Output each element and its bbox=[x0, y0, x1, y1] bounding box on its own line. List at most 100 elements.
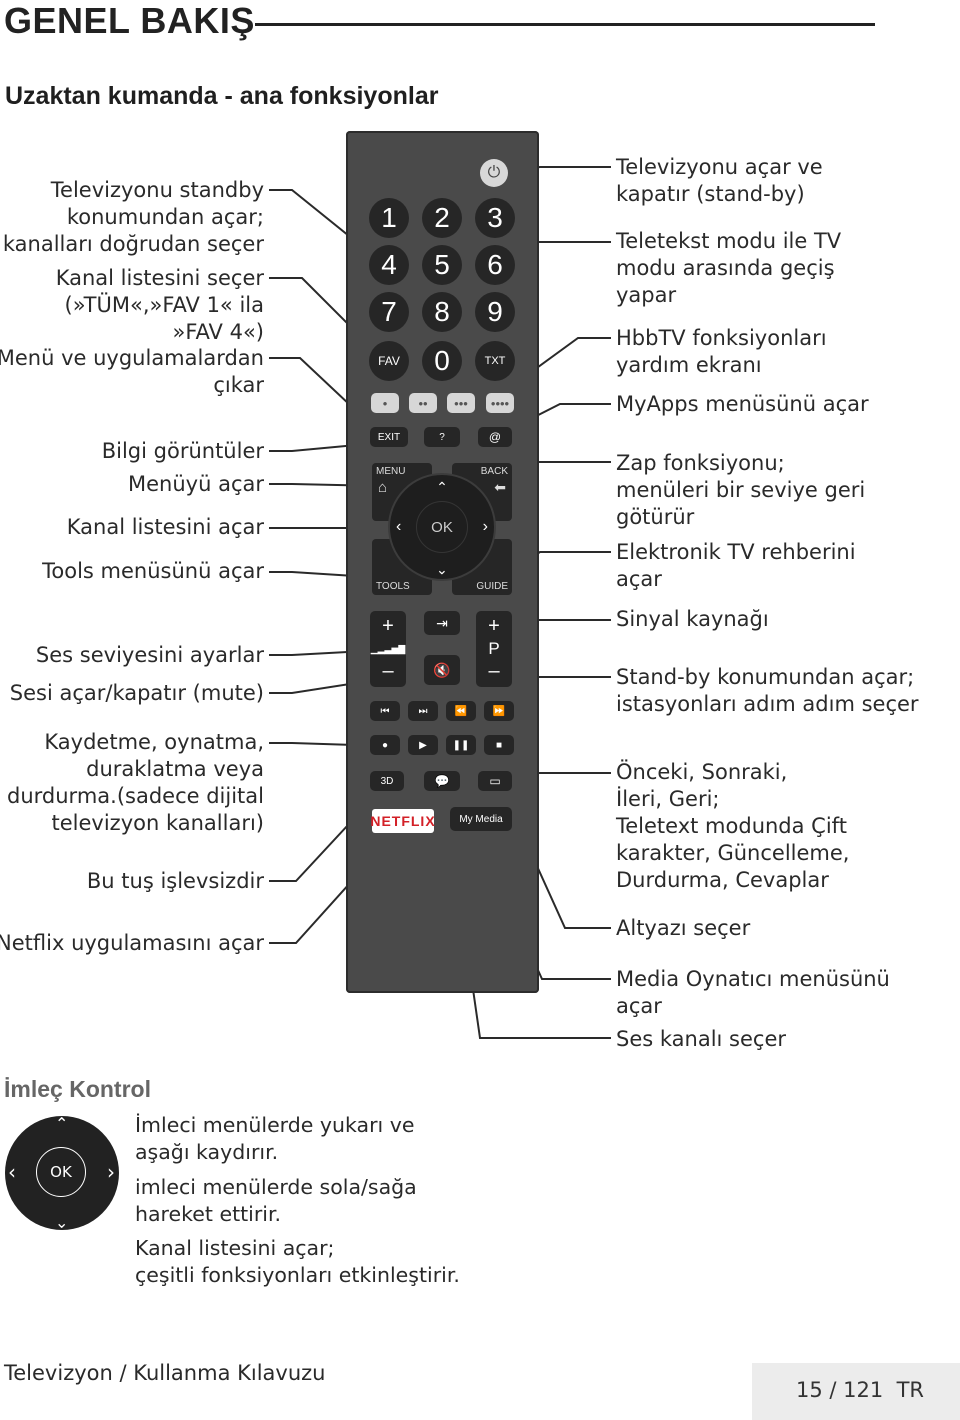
netflix-button[interactable]: NETFLIX bbox=[370, 809, 435, 833]
program-up-label: + bbox=[488, 615, 500, 637]
play-button[interactable]: ▶ bbox=[408, 735, 438, 755]
pause-icon: ❚❚ bbox=[452, 739, 470, 751]
back-arrow-icon: ⬅ bbox=[494, 479, 506, 495]
label-media-keys: Önceki, Sonraki,İleri, Geri;Teletext mod… bbox=[616, 760, 850, 892]
skip-back-icon: ⏮ bbox=[380, 705, 390, 717]
dot-button-3[interactable]: ••• bbox=[447, 393, 475, 413]
cursor-ok-button[interactable]: OK bbox=[36, 1147, 86, 1197]
play-icon: ▶ bbox=[419, 739, 427, 751]
cursor-left-icon[interactable]: ‹ bbox=[8, 1160, 16, 1184]
info-button[interactable]: ? bbox=[424, 427, 460, 447]
arrow-left-icon[interactable]: ‹ bbox=[396, 518, 402, 535]
ok-button[interactable]: OK bbox=[416, 501, 468, 553]
stop-button[interactable]: ■ bbox=[484, 735, 514, 755]
arrow-up-icon[interactable]: ⌃ bbox=[436, 479, 448, 495]
audio-button[interactable]: 💬 bbox=[424, 771, 460, 791]
label-netflix: Netflix uygulamasını açar bbox=[0, 931, 264, 955]
cursor-pad[interactable]: ⌃ ⌃ ‹ › OK bbox=[5, 1114, 119, 1231]
label-subtitle: Altyazı seçer bbox=[616, 916, 751, 940]
power-button[interactable]: ⏻ bbox=[480, 159, 508, 187]
nav-ring[interactable]: ⌃ ⌃ ‹ › OK bbox=[388, 473, 496, 581]
label-info: Bilgi görüntüler bbox=[101, 439, 264, 463]
fast-forward-icon: ⏩ bbox=[492, 705, 506, 717]
skip-forward-icon: ⏭ bbox=[418, 705, 428, 717]
label-mute: Sesi açar/kapatır (mute) bbox=[9, 681, 264, 705]
fast-forward-button[interactable]: ⏩ bbox=[484, 701, 514, 721]
source-icon: ⇥ bbox=[436, 614, 448, 631]
home-icon: ⌂ bbox=[378, 479, 388, 496]
mymedia-button[interactable]: My Media bbox=[450, 807, 512, 831]
stop-icon: ■ bbox=[495, 739, 503, 751]
program-down-label: – bbox=[488, 660, 500, 682]
label-audio: Ses kanalı seçer bbox=[616, 1027, 787, 1051]
digit-button-7[interactable]: 7 bbox=[369, 292, 409, 332]
digit-button-5[interactable]: 5 bbox=[422, 245, 462, 285]
fav-button[interactable]: FAV bbox=[369, 341, 409, 381]
mute-button[interactable]: 🔇 bbox=[424, 655, 460, 685]
txt-button[interactable]: TXT bbox=[475, 341, 515, 381]
speech-bubble-icon: 💬 bbox=[434, 774, 450, 788]
tools-label: TOOLS bbox=[376, 581, 410, 592]
dot-button-4[interactable]: •••• bbox=[486, 393, 514, 413]
3d-button[interactable]: 3D bbox=[370, 771, 404, 791]
program-label: P bbox=[488, 639, 500, 658]
myapps-button[interactable]: @ bbox=[478, 427, 512, 447]
back-label: BACK bbox=[480, 466, 508, 477]
cursor-desc-ok: Kanal listesini açar;çeşitli fonksiyonla… bbox=[135, 1236, 460, 1287]
cursor-right-icon[interactable]: › bbox=[107, 1160, 115, 1184]
label-program: Stand-by konumundan açar;istasyonları ad… bbox=[616, 665, 919, 716]
pause-button[interactable]: ❚❚ bbox=[446, 735, 476, 755]
label-tools: Tools menüsünü açar bbox=[42, 559, 264, 583]
rewind-button[interactable]: ⏪ bbox=[446, 701, 476, 721]
menu-label: MENU bbox=[376, 466, 406, 477]
volume-up-label: + bbox=[382, 615, 394, 637]
dot-button-2[interactable]: •• bbox=[409, 393, 437, 413]
remote-control: ⏻ 1 2 3 4 5 6 7 8 9 FAV 0 TXT • •• ••• •… bbox=[346, 131, 539, 993]
source-button[interactable]: ⇥ bbox=[424, 611, 460, 635]
prev-button[interactable]: ⏮ bbox=[370, 701, 400, 721]
subtitle-button[interactable]: ▭ bbox=[478, 771, 512, 791]
label-myapps: MyApps menüsünü açar bbox=[616, 392, 869, 416]
next-button[interactable]: ⏭ bbox=[408, 701, 438, 721]
digit-button-2[interactable]: 2 bbox=[422, 198, 462, 238]
record-button[interactable]: ● bbox=[370, 735, 400, 755]
exit-button[interactable]: EXIT bbox=[370, 427, 408, 447]
volume-bars-icon: ▁▂▃▅▇ bbox=[370, 643, 406, 654]
digit-button-6[interactable]: 6 bbox=[475, 245, 515, 285]
section-title: Uzaktan kumanda - ana fonksiyonlar bbox=[5, 82, 439, 110]
subtitle-icon: ▭ bbox=[489, 774, 501, 788]
label-nonfunctional: Bu tuş işlevsizdir bbox=[86, 869, 264, 893]
arrow-down-icon[interactable]: ⌃ bbox=[436, 561, 448, 577]
record-icon: ● bbox=[381, 739, 389, 751]
digit-button-9[interactable]: 9 bbox=[475, 292, 515, 332]
digit-button-4[interactable]: 4 bbox=[369, 245, 409, 285]
label-fav: Kanal listesini seçer(»TÜM«,»FAV 1« ila»… bbox=[55, 266, 264, 344]
volume-rocker[interactable]: + ▁▂▃▅▇ – bbox=[370, 611, 406, 687]
program-rocker[interactable]: + P – bbox=[476, 611, 512, 687]
volume-down-label: – bbox=[382, 660, 394, 682]
cursor-up-icon[interactable]: ⌃ bbox=[55, 1114, 69, 1133]
digit-button-8[interactable]: 8 bbox=[422, 292, 462, 332]
footer-manual-title: Televizyon / Kullanma Kılavuzu bbox=[4, 1361, 326, 1385]
footer-page-box bbox=[752, 1363, 960, 1420]
cursor-down-icon[interactable]: ⌃ bbox=[55, 1212, 69, 1231]
digit-button-0[interactable]: 0 bbox=[422, 341, 462, 381]
mute-icon: 🔇 bbox=[433, 661, 451, 678]
label-source: Sinyal kaynağı bbox=[616, 607, 769, 631]
digit-button-3[interactable]: 3 bbox=[475, 198, 515, 238]
label-menu: Menüyü açar bbox=[128, 472, 264, 496]
cursor-section-title: İmleç Kontrol bbox=[4, 1076, 151, 1102]
arrow-right-icon[interactable]: › bbox=[482, 518, 488, 535]
digit-button-1[interactable]: 1 bbox=[369, 198, 409, 238]
dot-button-1[interactable]: • bbox=[371, 393, 399, 413]
